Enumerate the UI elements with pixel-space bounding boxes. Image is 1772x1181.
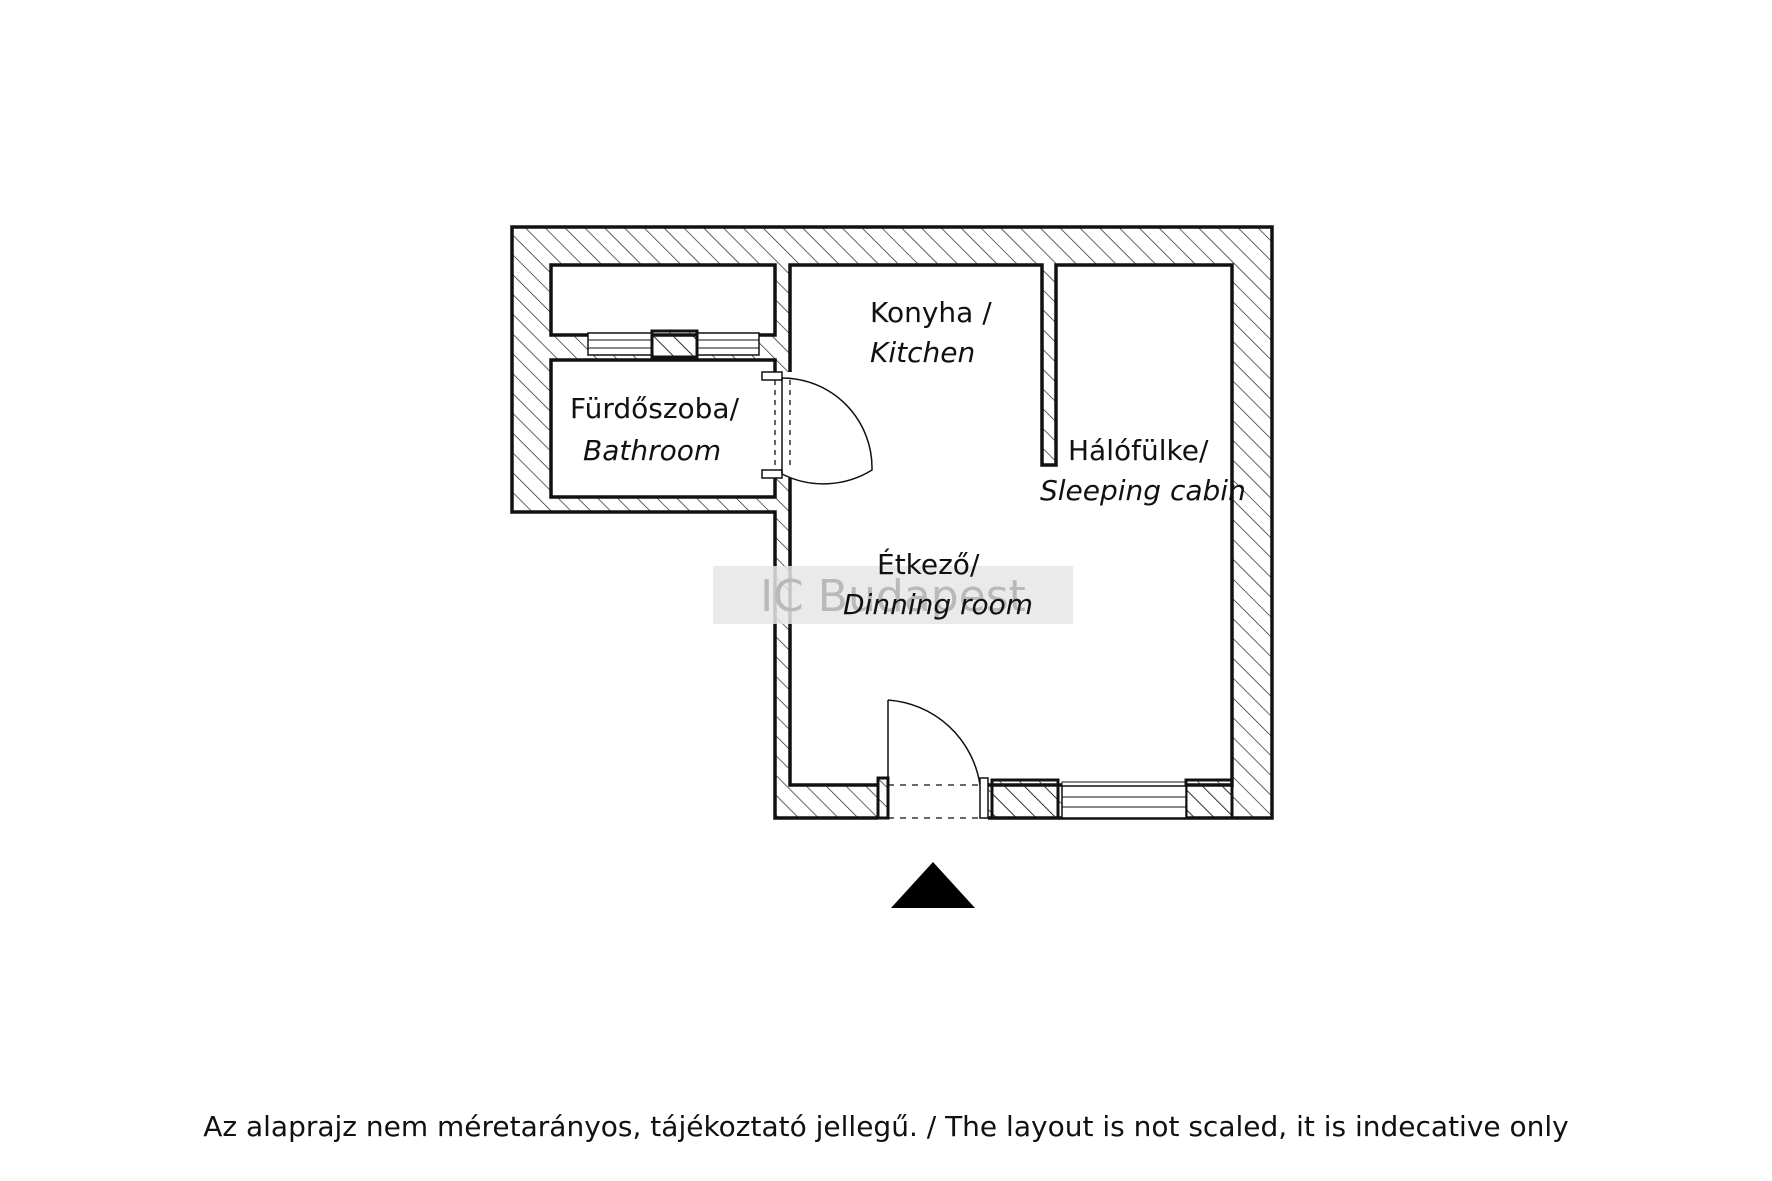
sleeping-label-hu: Hálófülke/ bbox=[1068, 434, 1209, 467]
entrance-door bbox=[876, 699, 989, 822]
exterior-walls bbox=[510, 225, 1274, 820]
dining-label-hu: Étkező/ bbox=[877, 547, 980, 581]
watermark: IC Budapest bbox=[713, 566, 1073, 624]
kitchen-label-en: Kitchen bbox=[870, 336, 975, 369]
bathroom-label-en: Bathroom bbox=[583, 434, 721, 467]
bathroom-door bbox=[761, 371, 873, 485]
bathroom-label-hu: Fürdőszoba/ bbox=[570, 392, 740, 425]
sleeping-label-en: Sleeping cabin bbox=[1040, 474, 1246, 507]
front-window bbox=[990, 778, 1234, 820]
bathroom-window bbox=[587, 329, 760, 359]
disclaimer-text: Az alaprajz nem méretarányos, tájékoztat… bbox=[203, 1110, 1569, 1143]
watermark-text: IC Budapest bbox=[760, 571, 1026, 622]
entrance-arrow-icon bbox=[891, 862, 975, 908]
dining-label-en: Dinning room bbox=[843, 588, 1033, 621]
kitchen-label-hu: Konyha / bbox=[870, 296, 992, 329]
